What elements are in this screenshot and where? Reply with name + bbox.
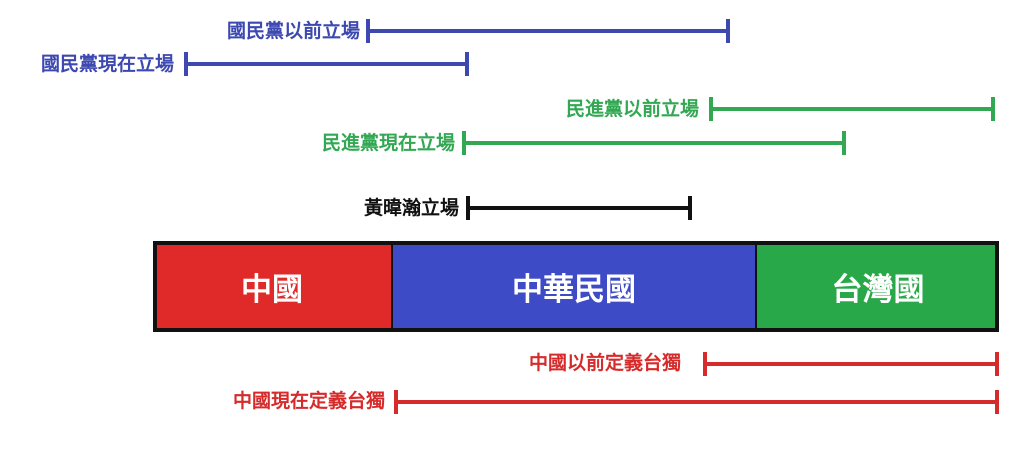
huang-label: 黃暐瀚立場 xyxy=(363,197,459,219)
dpp-now-label: 民進黨現在立場 xyxy=(321,132,455,154)
kmt-past-label: 國民黨以前立場 xyxy=(226,20,360,42)
kmt-now-bracket xyxy=(184,52,469,76)
dpp-past-bracket xyxy=(709,97,995,121)
kmt-now-label: 國民黨現在立場 xyxy=(40,53,174,75)
prc-now-label: 中國現在定義台獨 xyxy=(232,390,385,412)
prc-past-label: 中國以前定義台獨 xyxy=(528,352,681,374)
prc-past-bracket xyxy=(703,352,999,376)
dpp-past-label: 民進黨以前立場 xyxy=(565,98,699,120)
kmt-past-bracket xyxy=(366,19,730,43)
dpp-now-bracket xyxy=(462,131,846,155)
spectrum-china: 中國 xyxy=(153,241,395,332)
spectrum-taiwan: 台灣國 xyxy=(757,241,999,332)
prc-now-bracket xyxy=(394,390,999,414)
spectrum-roc: 中華民國 xyxy=(393,241,759,332)
huang-bracket xyxy=(466,196,692,220)
